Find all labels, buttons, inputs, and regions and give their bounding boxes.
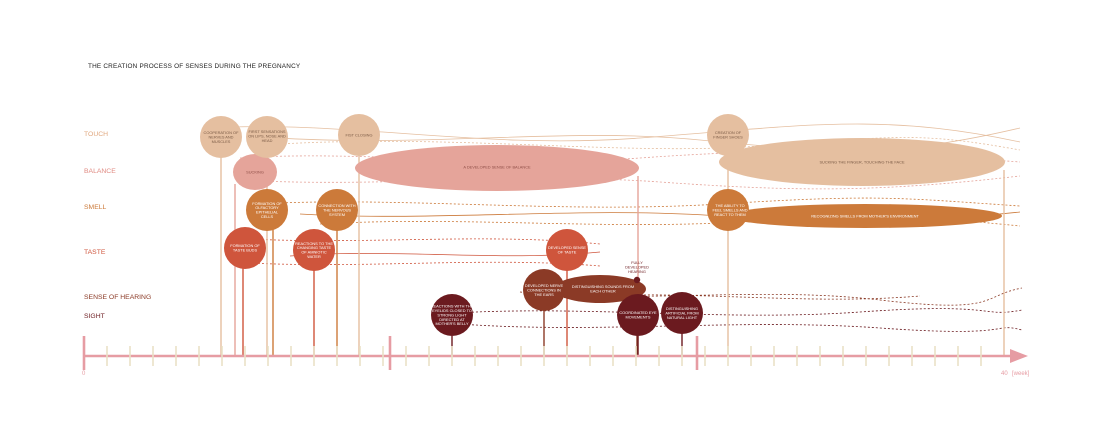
row-label-sight: SIGHT: [84, 313, 105, 320]
shape-sucking-finger: [719, 138, 1005, 186]
circle-fist-closing: [338, 114, 380, 156]
row-label-balance: BALANCE: [84, 168, 116, 175]
circle-cooperation: [200, 116, 242, 158]
circle-olfactory: [246, 189, 288, 231]
circle-reactions-taste: [293, 229, 335, 271]
label-sucking-finger: SUCKING THE FINGER, TOUCHING THE FACE: [819, 159, 905, 164]
axis-unit-label: [week]: [1012, 371, 1030, 377]
sight-guide-lines: [439, 308, 1023, 332]
shape-distinguishing-sounds: [554, 275, 646, 303]
label-sucking: SUCKING: [246, 169, 264, 174]
circle-fully-hearing: [633, 276, 641, 284]
row-label-taste: TASTE: [84, 249, 106, 256]
taste-guide-line-3: [229, 261, 601, 267]
circle-finger-shoes: [707, 114, 749, 156]
touch-guide-line-1: [209, 123, 1021, 143]
circle-coordinated: [617, 294, 659, 336]
circle-distinguishing-light: [661, 292, 703, 334]
diagram-title: THE CREATION PROCESS OF SENSES DURING TH…: [88, 63, 301, 70]
circle-developed-taste: [546, 229, 588, 271]
period-shapes: [233, 138, 1005, 303]
circle-taste-buds: [224, 227, 266, 269]
row-labels: TOUCH BALANCE SMELL TASTE SENSE OF HEARI…: [84, 131, 151, 320]
axis-end-label: 40: [1001, 371, 1008, 377]
milestone-circles: [200, 114, 749, 336]
shape-developed-balance: [355, 145, 639, 191]
sight-guide-line-2: [459, 323, 1023, 332]
circle-eyelids: [431, 294, 473, 336]
taste-guide-lines: [229, 237, 601, 267]
row-label-hearing: SENSE OF HEARING: [84, 294, 151, 301]
sight-guide-line-1: [439, 308, 1023, 316]
circle-ability-smells: [707, 189, 749, 231]
axis-arrow-icon: [1010, 349, 1028, 363]
circle-nerve-ears: [523, 269, 565, 311]
axis-ticks: [106, 346, 982, 366]
touch-guide-line-3: [279, 137, 1021, 151]
smell-guide-line-1: [257, 197, 1021, 208]
label-fist-closing: FIST CLOSING: [346, 132, 373, 137]
row-label-smell: SMELL: [84, 204, 107, 211]
circle-first-sensations: [246, 116, 288, 158]
timeline-axis: 0 40 [week]: [82, 336, 1030, 377]
taste-guide-line-1: [229, 237, 601, 245]
shape-sucking: [233, 154, 277, 190]
circle-connection: [316, 189, 358, 231]
shape-recognizing-smells: [728, 204, 1002, 228]
label-developed-balance: A DEVELOPED SENSE OF BALANCE: [463, 164, 531, 169]
row-label-touch: TOUCH: [84, 131, 108, 138]
label-recognizing-smells: RECOGNIZING SMELLS FROM MOTHER'S ENVIRON…: [811, 213, 919, 218]
axis-start-label: 0: [82, 371, 86, 377]
